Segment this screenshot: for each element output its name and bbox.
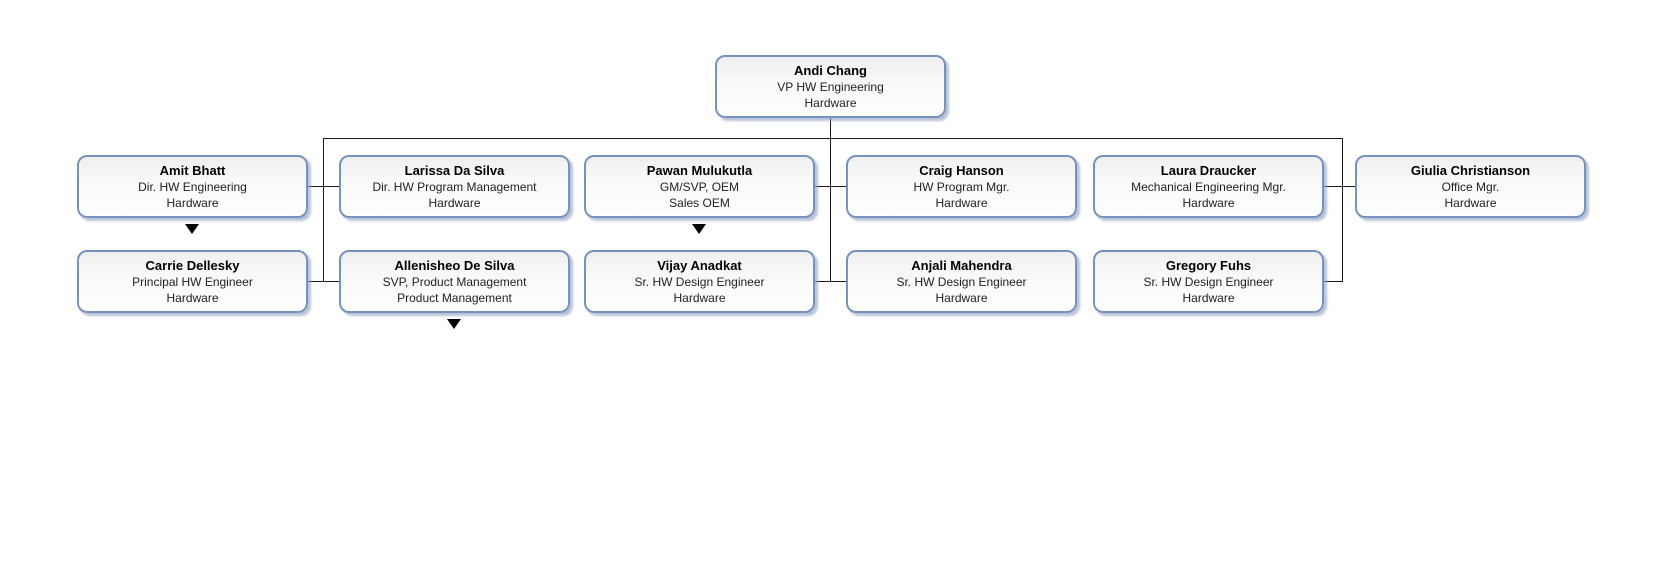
person-dept: Hardware bbox=[428, 195, 481, 210]
person-title: Mechanical Engineering Mgr. bbox=[1131, 179, 1286, 194]
person-name: Craig Hanson bbox=[919, 162, 1004, 178]
person-dept: Hardware bbox=[673, 290, 726, 305]
connector-rail-left bbox=[323, 138, 324, 282]
org-node-craig-hanson[interactable]: Craig Hanson HW Program Mgr. Hardware bbox=[846, 155, 1077, 218]
connector-stub bbox=[1324, 281, 1342, 282]
person-name: Allenisheo De Silva bbox=[394, 257, 515, 273]
org-node-carrie-dellesky[interactable]: Carrie Dellesky Principal HW Engineer Ha… bbox=[77, 250, 308, 313]
person-name: Gregory Fuhs bbox=[1165, 257, 1252, 273]
person-name: Andi Chang bbox=[794, 62, 867, 78]
org-node-pawan-mulukutla[interactable]: Pawan Mulukutla GM/SVP, OEM Sales OEM bbox=[584, 155, 815, 218]
org-node-laura-draucker[interactable]: Laura Draucker Mechanical Engineering Mg… bbox=[1093, 155, 1324, 218]
org-node-amit-bhatt[interactable]: Amit Bhatt Dir. HW Engineering Hardware bbox=[77, 155, 308, 218]
connector-root-vertical bbox=[830, 118, 831, 282]
person-dept: Hardware bbox=[166, 195, 219, 210]
person-title: Principal HW Engineer bbox=[132, 274, 253, 289]
person-name: Laura Draucker bbox=[1160, 162, 1257, 178]
person-name: Giulia Christianson bbox=[1410, 162, 1531, 178]
org-node-gregory-fuhs[interactable]: Gregory Fuhs Sr. HW Design Engineer Hard… bbox=[1093, 250, 1324, 313]
person-title: HW Program Mgr. bbox=[913, 179, 1010, 194]
connector-stub bbox=[308, 186, 339, 187]
org-node-larissa-da-silva[interactable]: Larissa Da Silva Dir. HW Program Managem… bbox=[339, 155, 570, 218]
collapse-indicator-icon-allenisheo-de-silva[interactable] bbox=[447, 319, 461, 329]
person-title: SVP, Product Management bbox=[382, 274, 527, 289]
person-title: GM/SVP, OEM bbox=[659, 179, 740, 194]
person-name: Amit Bhatt bbox=[159, 162, 226, 178]
org-node-vijay-anadkat[interactable]: Vijay Anadkat Sr. HW Design Engineer Har… bbox=[584, 250, 815, 313]
connector-stub bbox=[815, 281, 846, 282]
person-dept: Hardware bbox=[935, 290, 988, 305]
org-node-giulia-christianson[interactable]: Giulia Christianson Office Mgr. Hardware bbox=[1355, 155, 1586, 218]
org-node-anjali-mahendra[interactable]: Anjali Mahendra Sr. HW Design Engineer H… bbox=[846, 250, 1077, 313]
connector-stub bbox=[815, 186, 846, 187]
person-title: VP HW Engineering bbox=[777, 79, 884, 94]
person-title: Dir. HW Program Management bbox=[372, 179, 537, 194]
person-dept: Hardware bbox=[1182, 290, 1235, 305]
person-dept: Hardware bbox=[804, 95, 857, 110]
person-title: Sr. HW Design Engineer bbox=[1143, 274, 1274, 289]
org-node-allenisheo-de-silva[interactable]: Allenisheo De Silva SVP, Product Managem… bbox=[339, 250, 570, 313]
person-dept: Product Management bbox=[397, 290, 512, 305]
person-name: Anjali Mahendra bbox=[911, 257, 1012, 273]
person-title: Sr. HW Design Engineer bbox=[634, 274, 765, 289]
person-dept: Hardware bbox=[1444, 195, 1497, 210]
person-title: Sr. HW Design Engineer bbox=[896, 274, 1027, 289]
person-dept: Sales OEM bbox=[669, 195, 730, 210]
person-name: Pawan Mulukutla bbox=[646, 162, 753, 178]
collapse-indicator-icon-amit-bhatt[interactable] bbox=[185, 224, 199, 234]
person-name: Larissa Da Silva bbox=[404, 162, 505, 178]
person-dept: Hardware bbox=[935, 195, 988, 210]
connector-rail-right bbox=[1342, 138, 1343, 282]
org-node-andi-chang[interactable]: Andi Chang VP HW Engineering Hardware bbox=[715, 55, 946, 118]
connector-main-horizontal bbox=[323, 138, 1342, 139]
connector-stub bbox=[1324, 186, 1355, 187]
person-title: Office Mgr. bbox=[1441, 179, 1500, 194]
person-name: Vijay Anadkat bbox=[657, 257, 742, 273]
person-dept: Hardware bbox=[166, 290, 219, 305]
person-name: Carrie Dellesky bbox=[145, 257, 240, 273]
connector-stub bbox=[308, 281, 339, 282]
person-title: Dir. HW Engineering bbox=[138, 179, 247, 194]
collapse-indicator-icon-pawan-mulukutla[interactable] bbox=[692, 224, 706, 234]
person-dept: Hardware bbox=[1182, 195, 1235, 210]
